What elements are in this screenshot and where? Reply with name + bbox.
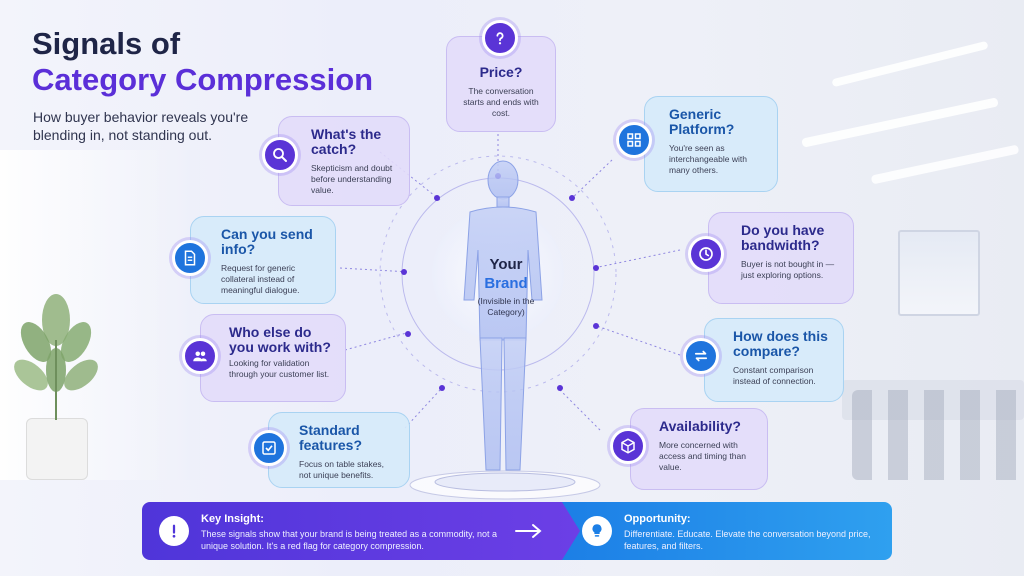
clock-icon <box>688 236 724 272</box>
signal-description: Focus on table stakes, not unique benefi… <box>299 459 385 480</box>
opportunity-text: Differentiate. Educate. Elevate the conv… <box>624 529 871 551</box>
signal-card-bandwidth: Do you have bandwidth? Buyer is not boug… <box>708 212 854 304</box>
signal-description: Skepticism and doubt before understandin… <box>311 163 393 195</box>
cube-icon <box>610 428 646 464</box>
grid-icon <box>616 122 652 158</box>
signal-card-compare: How does this compare? Constant comparis… <box>704 318 844 402</box>
page-title-line2: Category Compression <box>32 62 374 97</box>
person-silhouette-icon <box>463 160 543 471</box>
brand-title-line1: Your <box>489 256 523 273</box>
insight-title: Key Insight: <box>201 513 264 525</box>
signal-card-availability: Availability? More concerned with access… <box>630 408 768 490</box>
signal-description: Request for generic collateral instead o… <box>221 263 300 295</box>
arrow-right-icon <box>515 524 542 538</box>
page-title-line1: Signals of <box>32 26 181 61</box>
signal-title: What's the catch? <box>311 126 382 157</box>
lightbulb-icon <box>582 516 612 546</box>
signal-description: Looking for validation through your cust… <box>229 358 330 379</box>
signal-card-standard-features: Standard features? Focus on table stakes… <box>268 412 410 488</box>
opportunity-banner: Opportunity: Differentiate. Educate. Ele… <box>562 502 892 560</box>
page-subtitle: How buyer behavior reveals you're blendi… <box>33 109 249 143</box>
insight-text: These signals show that your brand is be… <box>201 529 497 551</box>
signal-card-catch: What's the catch? Skepticism and doubt b… <box>278 116 410 206</box>
document-icon <box>172 240 208 276</box>
people-icon <box>182 338 218 374</box>
brand-title-line2: Brand <box>484 275 528 292</box>
signal-title: How does this compare? <box>733 328 828 359</box>
signal-title: Generic Platform? <box>669 106 735 137</box>
signal-card-send-info: Can you send info? Request for generic c… <box>190 216 336 304</box>
signal-title: Availability? <box>659 418 741 434</box>
signal-description: You're seen as interchangeable with many… <box>669 143 747 175</box>
brand-note: (Invisible in the Category) <box>477 296 535 317</box>
signal-description: Constant comparison instead of connectio… <box>733 365 816 386</box>
exclamation-icon <box>159 516 189 546</box>
key-insight-banner: Key Insight: These signals show that you… <box>142 502 582 560</box>
swap-icon <box>683 338 719 374</box>
signal-title: Standard features? <box>299 422 363 453</box>
signal-title: Price? <box>479 64 523 80</box>
checkbox-icon <box>251 430 287 466</box>
search-icon <box>262 137 298 173</box>
signal-description: The conversation starts and ends with co… <box>463 86 539 118</box>
signal-description: Buyer is not bought in —just exploring o… <box>741 259 835 280</box>
question-icon <box>482 20 518 56</box>
signal-card-generic-platform: Generic Platform? You're seen as interch… <box>644 96 778 192</box>
signal-description: More concerned with access and timing th… <box>659 440 746 472</box>
signal-title: Can you send info? <box>221 226 313 257</box>
signal-title: Who else do you work with? <box>229 324 331 355</box>
signal-card-who-else: Who else do you work with? Looking for v… <box>200 314 346 402</box>
signal-title: Do you have bandwidth? <box>741 222 825 253</box>
opportunity-title: Opportunity: <box>624 513 691 525</box>
